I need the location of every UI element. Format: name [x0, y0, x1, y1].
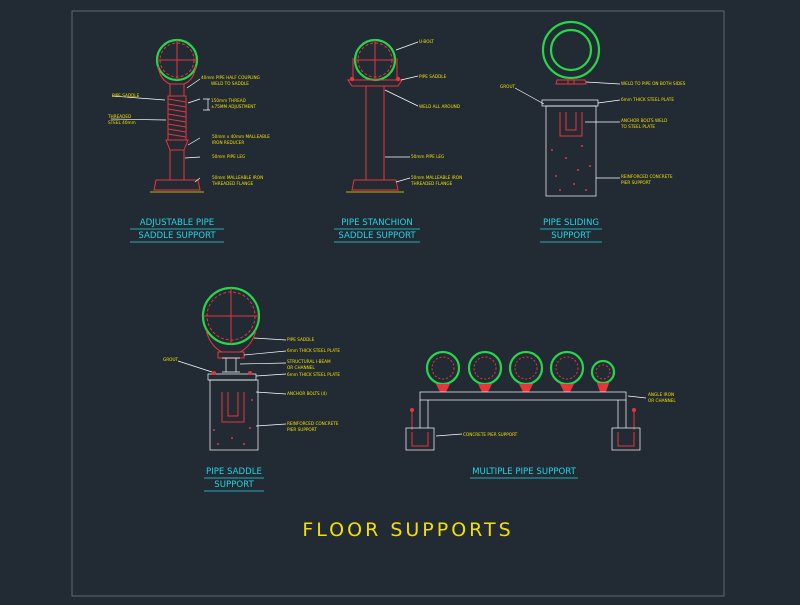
rebar-dots [551, 145, 591, 191]
label-adj-saddle: PIPE SADDLE [112, 93, 140, 98]
label-multi-angle-2: OR CHANNEL [648, 398, 676, 403]
flange [351, 179, 399, 191]
caption-saddle-2: SUPPORT [214, 480, 254, 490]
caption-saddle-1: PIPE SADDLE [206, 467, 262, 477]
label-sad-pier-1: REINFORCED CONCRETE [287, 421, 339, 426]
label-sad-plate: 6mm THICK STEEL PLATE [287, 348, 340, 353]
pier-anchors [411, 432, 635, 447]
angle-iron-beam [419, 391, 627, 401]
label-adj-flange-1: 50mm MALLEABLE IRON [212, 175, 263, 180]
leaders [384, 41, 419, 183]
dimension-bracket [203, 98, 210, 111]
anchor-bolts [221, 392, 245, 423]
caption-adjustable-2: SADDLE SUPPORT [138, 231, 216, 241]
label-adj-thread-2: ±75MM ADJUSTMENT [211, 104, 256, 109]
pipe-leg [365, 86, 385, 180]
label-sad-beam-1: STRUCTURAL I-BEAM [287, 359, 331, 364]
label-adj-coupling-1: 40mm PIPE HALF COUPLING [201, 75, 260, 80]
label-adj-stud-1: THREADED [107, 114, 131, 119]
label-stan-flange-1: 50mm MALLEABLE IRON [411, 175, 462, 180]
leaders [514, 81, 621, 179]
drawing-border [71, 10, 725, 597]
steel-plate [541, 99, 599, 107]
leaders [435, 395, 647, 437]
label-sad-saddle: PIPE SADDLE [287, 337, 315, 342]
nut [395, 76, 401, 82]
weld-marks [567, 78, 575, 84]
caption-stanchion-1: PIPE STANCHION [341, 218, 413, 228]
pipe-inner [549, 28, 593, 72]
label-slide-weld: WELD TO PIPE ON BOTH SIDES [621, 81, 686, 86]
nut [349, 76, 355, 82]
nut [212, 371, 216, 375]
leaders [110, 78, 201, 183]
concrete-pier [545, 105, 597, 197]
label-stan-flange-2: THREADED FLANGE [410, 181, 453, 186]
label-sad-plate-2: 6mm THICK STEEL PLATE [287, 372, 340, 377]
label-slide-bolts-2: TO STEEL PLATE [620, 124, 655, 129]
label-multi-pier: CONCRETE PIER SUPPORT [463, 432, 518, 437]
threaded-stud [167, 95, 187, 141]
caption-sliding-2: SUPPORT [551, 231, 591, 241]
nut [632, 408, 636, 412]
support-legs [419, 400, 627, 428]
caption-multiple: MULTIPLE PIPE SUPPORT [472, 467, 577, 477]
pipe-leg [169, 149, 185, 181]
main-title: FLOOR SUPPORTS [302, 519, 513, 541]
steel-plate [217, 351, 245, 359]
left-pier [405, 427, 435, 451]
pipe-row [425, 350, 616, 386]
label-multi-angle-1: ANGLE IRON [648, 392, 674, 397]
label-slide-pier-1: REINFORCED CONCRETE [621, 174, 673, 179]
label-sad-grout: GROUT [163, 357, 179, 362]
rebar-dots [213, 399, 253, 445]
pipe-shoes [436, 383, 609, 392]
pipe-saddle-detail [177, 286, 287, 451]
label-adj-leg: 50mm PIPE LEG [212, 154, 245, 159]
label-sad-beam-2: OR CHANNEL [287, 365, 315, 370]
label-stan-weld: WELD ALL AROUND [419, 104, 460, 109]
i-beam [222, 357, 240, 373]
leaders [177, 337, 287, 427]
multiple-pipe-detail [405, 350, 647, 451]
concrete-pier [209, 379, 259, 451]
pipe-section [541, 20, 601, 80]
label-stan-leg: 50mm PIPE LEG [411, 154, 444, 159]
label-adj-reducer-1: 50mm x 40mm MALLEABLE [212, 134, 270, 139]
nut [410, 408, 414, 412]
label-stan-saddle: PIPE SADDLE [419, 74, 447, 79]
adjustable-saddle-detail [110, 38, 210, 193]
stanchion-detail [346, 38, 419, 193]
label-slide-plate: 6mm THICK STEEL PLATE [621, 97, 674, 102]
pipe-shoe [555, 79, 587, 85]
label-adj-coupling-2: WELD TO SADDLE [211, 81, 249, 86]
caption-stanchion-2: SADDLE SUPPORT [338, 231, 416, 241]
label-adj-stud-2: STEEL 40mm [108, 120, 136, 125]
label-stan-ubolt: U-BOLT [419, 39, 434, 44]
label-adj-flange-2: THREADED FLANGE [211, 181, 254, 186]
half-coupling [169, 83, 185, 97]
caption-sliding-1: PIPE SLIDING [543, 218, 599, 228]
label-sad-bolts: ANCHOR BOLTS (4) [287, 391, 327, 396]
sliding-detail [514, 20, 621, 197]
caption-adjustable-1: ADJUSTABLE PIPE [140, 218, 214, 228]
label-sad-pier-2: PIER SUPPORT [287, 427, 317, 432]
right-pier [611, 427, 641, 451]
anchor-bolts [559, 112, 583, 137]
label-adj-thread-1: 150mm THREAD [211, 98, 246, 103]
saddle-plate [347, 79, 403, 87]
label-slide-grout: GROUT [500, 84, 516, 89]
bolt-lines [411, 410, 635, 430]
nut [248, 371, 252, 375]
reducer [165, 139, 189, 151]
base-plate [207, 373, 257, 381]
flange [153, 179, 201, 191]
label-adj-reducer-2: IRON REDUCER [212, 140, 244, 145]
label-slide-pier-2: PIER SUPPORT [621, 180, 651, 185]
label-slide-bolts-1: ANCHOR BOLTS WELD [621, 118, 667, 123]
